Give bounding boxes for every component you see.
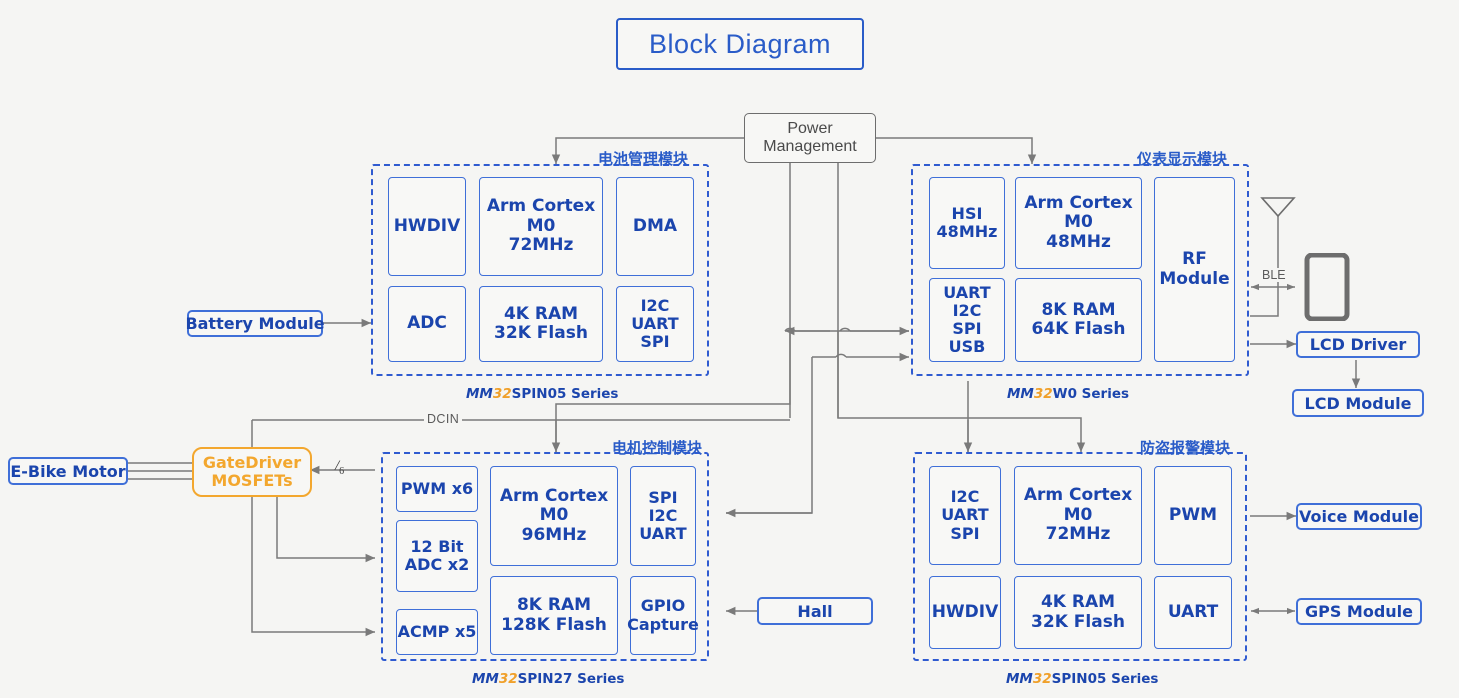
battery-module-block[interactable]: Battery Module: [185, 310, 325, 337]
cell-spi-i2c-uart-motor: SPI I2C UART: [630, 466, 696, 566]
power-management-line1: Power: [787, 120, 833, 138]
cell-arm-cortex-m0-72mhz-alarm: Arm Cortex M0 72MHz: [1014, 466, 1142, 565]
module-anti-theft-alarm: [913, 452, 1247, 661]
gps-module-block[interactable]: GPS Module: [1296, 598, 1422, 625]
smartphone-icon: [1304, 253, 1350, 321]
power-management-block: Power Management: [744, 113, 876, 163]
cell-ram-flash-bms: 4K RAM 32K Flash: [479, 286, 603, 362]
module-label-motor-control: 电机控制模块: [612, 439, 703, 457]
cell-adc-bms: ADC: [388, 286, 466, 362]
cell-adc-12bit-x2: 12 Bit ADC x2: [396, 520, 478, 592]
ebike-motor-block[interactable]: E-Bike Motor: [8, 457, 128, 485]
power-management-line2: Management: [763, 138, 857, 155]
cell-ram-flash-motor: 8K RAM 128K Flash: [490, 576, 618, 655]
cell-acmp-x5: ACMP x5: [396, 609, 478, 655]
cell-arm-cortex-m0-48mhz: Arm Cortex M0 48MHz: [1015, 177, 1142, 269]
wire-label-ble: BLE: [1259, 268, 1289, 282]
cell-rf-module: RF Module: [1154, 177, 1235, 362]
cell-hwdiv-alarm: HWDIV: [929, 576, 1001, 649]
cell-pwm-x6: PWM x6: [396, 466, 478, 512]
cell-hwdiv-bms: HWDIV: [388, 177, 466, 276]
cell-uart-alarm: UART: [1154, 576, 1232, 649]
hall-sensor-block[interactable]: Hall: [757, 597, 873, 625]
cell-ram-flash-alarm: 4K RAM 32K Flash: [1014, 576, 1142, 649]
module-battery-management: [371, 164, 709, 376]
lcd-driver-block[interactable]: LCD Driver: [1296, 331, 1420, 358]
module-motor-control: [381, 452, 709, 661]
cell-ram-flash-display: 8K RAM 64K Flash: [1015, 278, 1142, 362]
cell-arm-cortex-m0-96mhz: Arm Cortex M0 96MHz: [490, 466, 618, 566]
wire-label-dcin: DCIN: [424, 412, 463, 426]
module-instrument-display: [911, 164, 1249, 376]
module-label-instrument-display: 仪表显示模块: [1137, 150, 1228, 168]
gate-driver-line1: GateDriver: [202, 452, 302, 472]
cell-pwm-alarm: PWM: [1154, 466, 1232, 565]
gate-driver-line2: MOSFETs: [211, 471, 293, 490]
series-motor-control: MM32SPIN27 Series: [472, 671, 625, 687]
cell-i2c-uart-spi-bms: I2C UART SPI: [616, 286, 694, 362]
series-instrument-display: MM32W0 Series: [1007, 386, 1130, 402]
gate-driver-mosfets-block[interactable]: GateDriver MOSFETs: [192, 447, 312, 497]
module-label-anti-theft-alarm: 防盗报警模块: [1140, 439, 1231, 457]
cell-hsi-48mhz: HSI 48MHz: [929, 177, 1005, 269]
page-title: Block Diagram: [616, 18, 864, 70]
cell-uart-i2c-spi-usb: UART I2C SPI USB: [929, 278, 1005, 362]
module-label-battery-management: 电池管理模块: [598, 150, 689, 168]
cell-arm-cortex-m0-72mhz-bms: Arm Cortex M0 72MHz: [479, 177, 603, 276]
series-anti-theft-alarm: MM32SPIN05 Series: [1006, 671, 1159, 687]
lcd-module-block[interactable]: LCD Module: [1292, 389, 1424, 417]
series-battery-management: MM32SPIN05 Series: [466, 386, 619, 402]
cell-dma-bms: DMA: [616, 177, 694, 276]
cell-gpio-capture: GPIO Capture: [627, 576, 699, 655]
cell-i2c-uart-spi-alarm: I2C UART SPI: [929, 466, 1001, 565]
voice-module-block[interactable]: Voice Module: [1296, 503, 1422, 530]
wire-label-six-phase: /6: [335, 458, 345, 477]
